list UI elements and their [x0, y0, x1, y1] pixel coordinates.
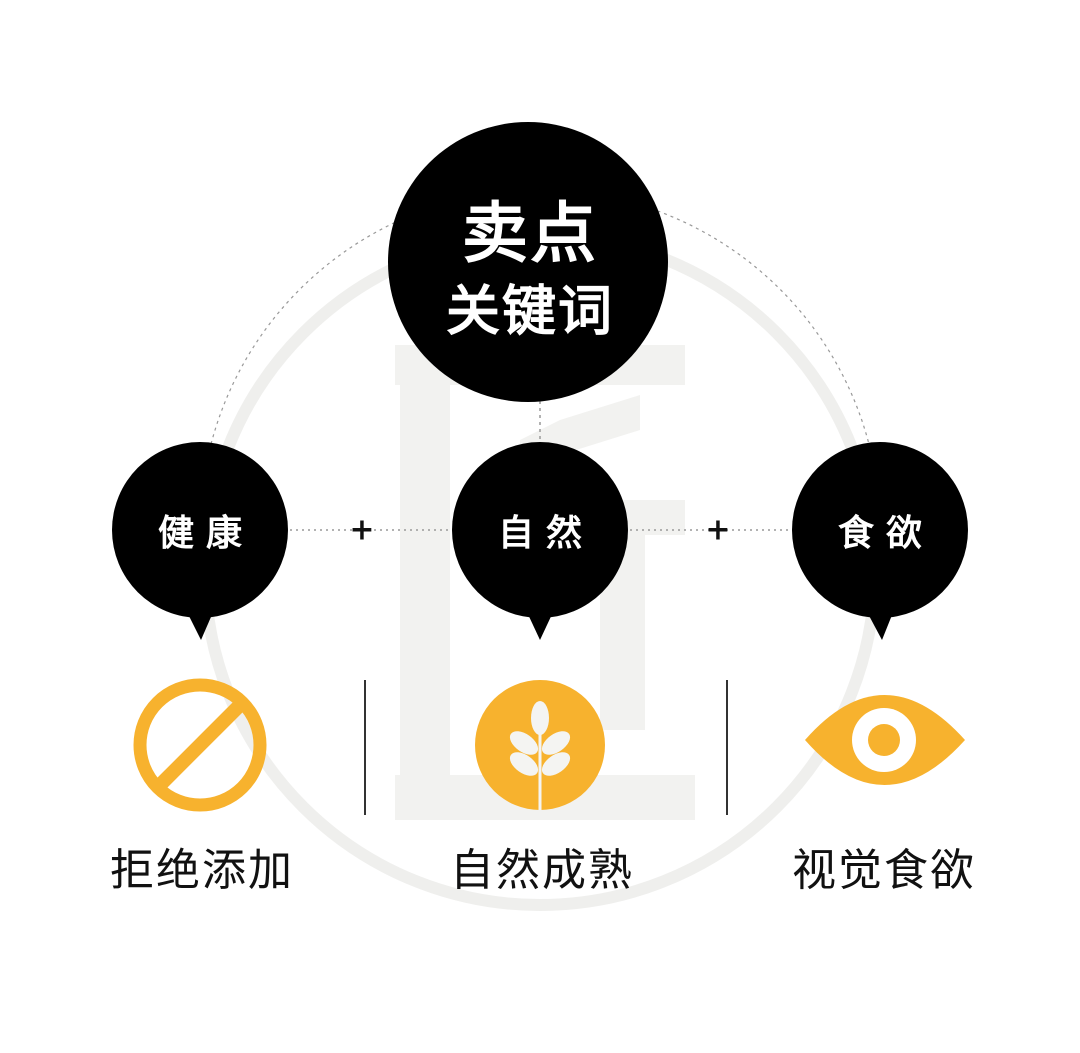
wheat-icon — [475, 680, 605, 810]
node-bubble-health — [112, 442, 288, 640]
node-label-natural: 自然 — [497, 513, 595, 554]
plus-sign-left: + — [349, 512, 375, 548]
center-circle — [388, 122, 668, 402]
center-title: 卖点 — [462, 195, 598, 272]
eye-icon — [805, 695, 965, 785]
caption-visual-appetite: 视觉食欲 — [792, 845, 976, 896]
caption-no-additives: 拒绝添加 — [110, 845, 294, 896]
plus-sign-right: + — [705, 512, 731, 548]
node-bubble-natural — [452, 442, 628, 640]
node-label-health: 健康 — [157, 513, 255, 554]
center-subtitle: 关键词 — [446, 279, 614, 343]
node-label-appetite: 食欲 — [837, 513, 935, 554]
caption-natural-ripening: 自然成熟 — [450, 845, 634, 896]
prohibited-icon — [133, 678, 267, 812]
node-bubble-appetite — [792, 442, 968, 640]
